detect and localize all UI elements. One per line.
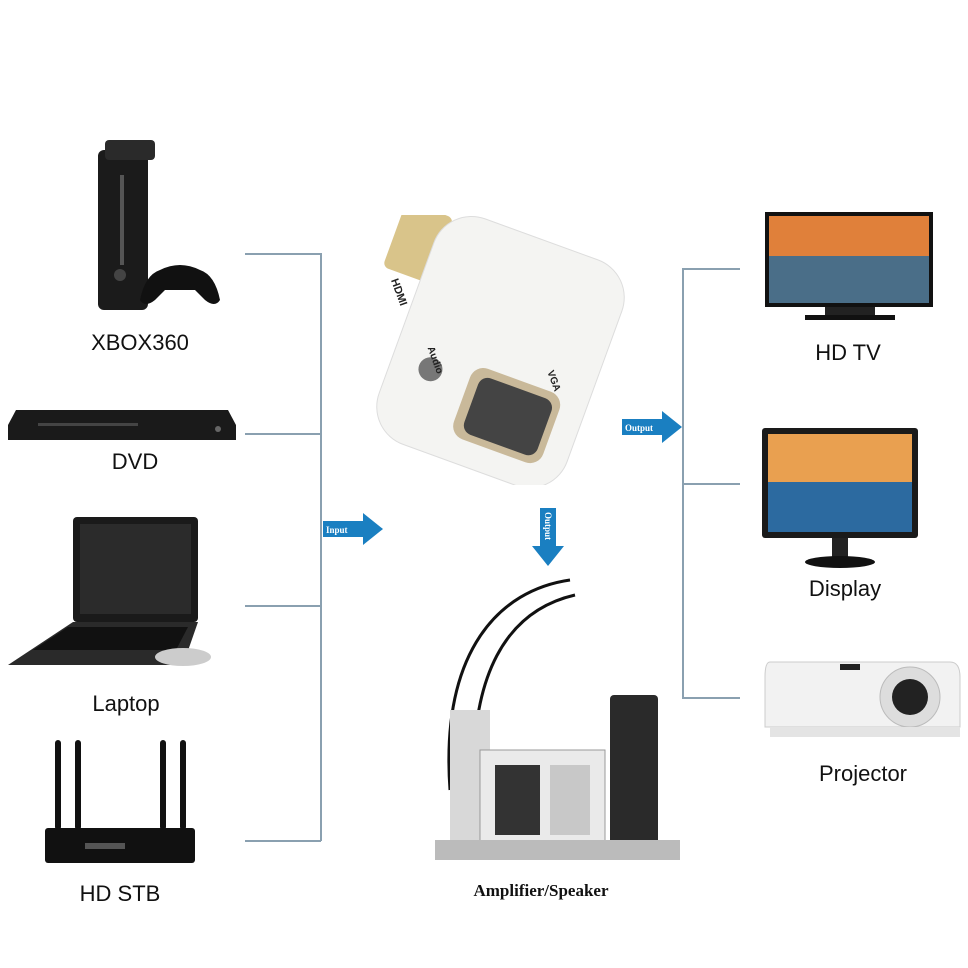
- output-label: Display: [808, 576, 882, 601]
- output-down-arrow: Output: [532, 508, 564, 566]
- source-label: Laptop: [92, 691, 160, 716]
- branch-projector: [682, 697, 740, 699]
- input-arrow: Input: [323, 513, 383, 545]
- branch-tv: [682, 268, 740, 270]
- xbox360-console-icon: [98, 140, 220, 310]
- output-label: Projector: [818, 761, 908, 786]
- laptop-icon: [8, 517, 211, 666]
- output-down-arrow-label: Output: [543, 512, 553, 540]
- output-right-arrow-label: Output: [625, 423, 653, 433]
- speaker-system-icon: [435, 578, 680, 860]
- monitor-icon: [762, 428, 918, 568]
- dvd-player-icon: [8, 410, 236, 440]
- output-label: HD TV: [815, 340, 881, 365]
- branch-stb: [245, 840, 321, 842]
- source-label: DVD: [111, 449, 159, 474]
- branch-laptop: [245, 605, 321, 607]
- branch-display: [682, 483, 740, 485]
- set-top-box-router-icon: [45, 740, 195, 863]
- projector-icon: [764, 661, 961, 737]
- audio-output-label: Amplifier/Speaker: [473, 881, 609, 900]
- branch-xbox: [245, 253, 321, 255]
- source-label: XBOX360: [91, 330, 189, 355]
- source-label: HD STB: [79, 881, 161, 906]
- hdmi-to-vga-adapter: HDMI Audio VGA: [376, 215, 625, 485]
- branch-dvd: [245, 433, 321, 435]
- hdmi-label: HDMI: [388, 277, 409, 308]
- input-arrow-label: Input: [326, 525, 348, 535]
- hd-tv-icon: [765, 212, 933, 320]
- output-right-arrow: Output: [622, 411, 682, 443]
- input-bracket-vertical: [320, 253, 322, 841]
